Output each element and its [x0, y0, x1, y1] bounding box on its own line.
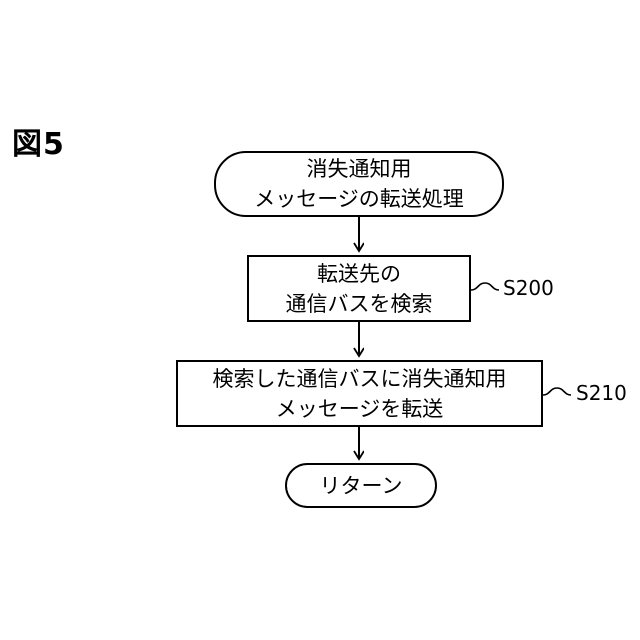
s210-text-line-1: 検索した通信バスに消失通知用: [213, 364, 507, 394]
end-terminal: リターン: [285, 463, 437, 508]
process-s200: 転送先の 通信バスを検索: [247, 255, 471, 322]
leader-s210: [543, 388, 571, 395]
s210-text-line-2: メッセージを転送: [276, 394, 444, 424]
start-text-line-1: 消失通知用: [307, 154, 412, 184]
end-text: リターン: [320, 471, 403, 501]
process-s210: 検索した通信バスに消失通知用 メッセージを転送: [176, 360, 543, 427]
step-label-s210: S210: [576, 383, 627, 403]
s200-text-line-2: 通信バスを検索: [286, 289, 433, 319]
step-label-s200: S200: [503, 278, 554, 298]
s200-text-line-1: 転送先の: [317, 259, 401, 289]
leader-s200: [471, 283, 499, 290]
start-terminal: 消失通知用 メッセージの転送処理: [214, 151, 504, 217]
start-text-line-2: メッセージの転送処理: [254, 184, 464, 214]
